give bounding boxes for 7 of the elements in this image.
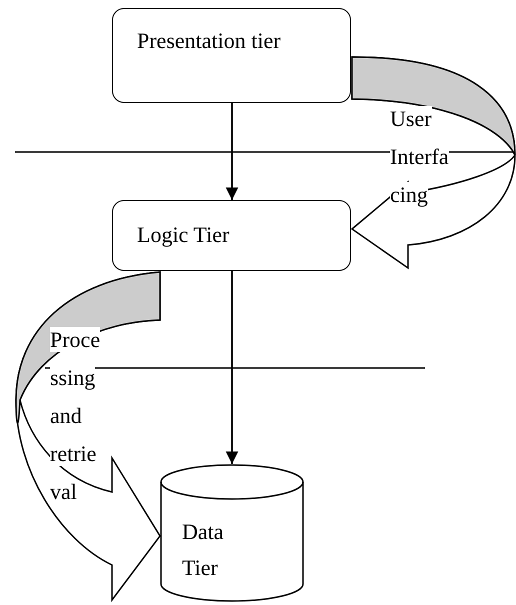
- arrow: [226, 271, 238, 464]
- tier-box: [112, 8, 351, 103]
- tier-box: [112, 200, 351, 271]
- arrow: [226, 103, 238, 200]
- tier-label: Presentation tier: [137, 27, 282, 55]
- tier-label: Data Tier: [182, 518, 225, 582]
- tier-label: Logic Tier: [137, 221, 230, 249]
